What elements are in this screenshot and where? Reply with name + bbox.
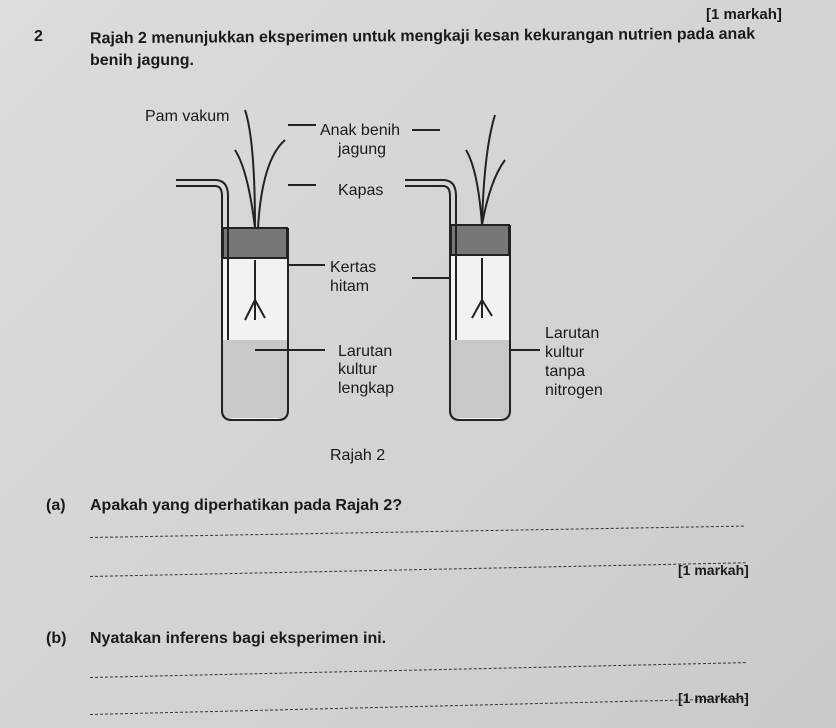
top-marks: [1 markah] (706, 6, 782, 23)
part-b-label: (b) (46, 630, 67, 647)
question-number: 2 (34, 28, 43, 45)
cotton-plug (222, 227, 288, 259)
test-tube-no-nitrogen (405, 114, 540, 421)
part-a-label: (a) (46, 497, 66, 514)
label-cotton: Kapas (338, 182, 384, 199)
label-non-1: Larutan (545, 325, 600, 342)
test-tube-complete (176, 109, 325, 421)
label-paper-1: Kertas (330, 259, 377, 276)
label-non-2: kultur (545, 344, 585, 361)
label-non-4: nitrogen (545, 382, 603, 399)
part-b-marks: [1 markah] (678, 690, 749, 706)
part-a-marks: [1 markah] (678, 562, 749, 578)
label-complete-2: kultur (338, 361, 378, 378)
diagram-caption: Rajah 2 (330, 447, 386, 464)
part-a-question: Apakah yang diperhatikan pada Rajah 2? (90, 497, 403, 514)
cotton-plug-2 (450, 224, 510, 256)
label-seedling-1: Anak benih (320, 122, 401, 139)
part-b-question: Nyatakan inferens bagi eksperimen ini. (90, 630, 387, 647)
label-paper-2: hitam (330, 278, 370, 295)
label-seedling-2: jagung (338, 141, 387, 158)
label-pump: Pam vakum (145, 108, 230, 125)
question-stem-line2: benih jagung. (90, 52, 194, 69)
label-non-3: tanpa (545, 363, 586, 380)
label-complete-3: lengkap (338, 380, 395, 397)
label-complete-1: Larutan (338, 343, 393, 360)
